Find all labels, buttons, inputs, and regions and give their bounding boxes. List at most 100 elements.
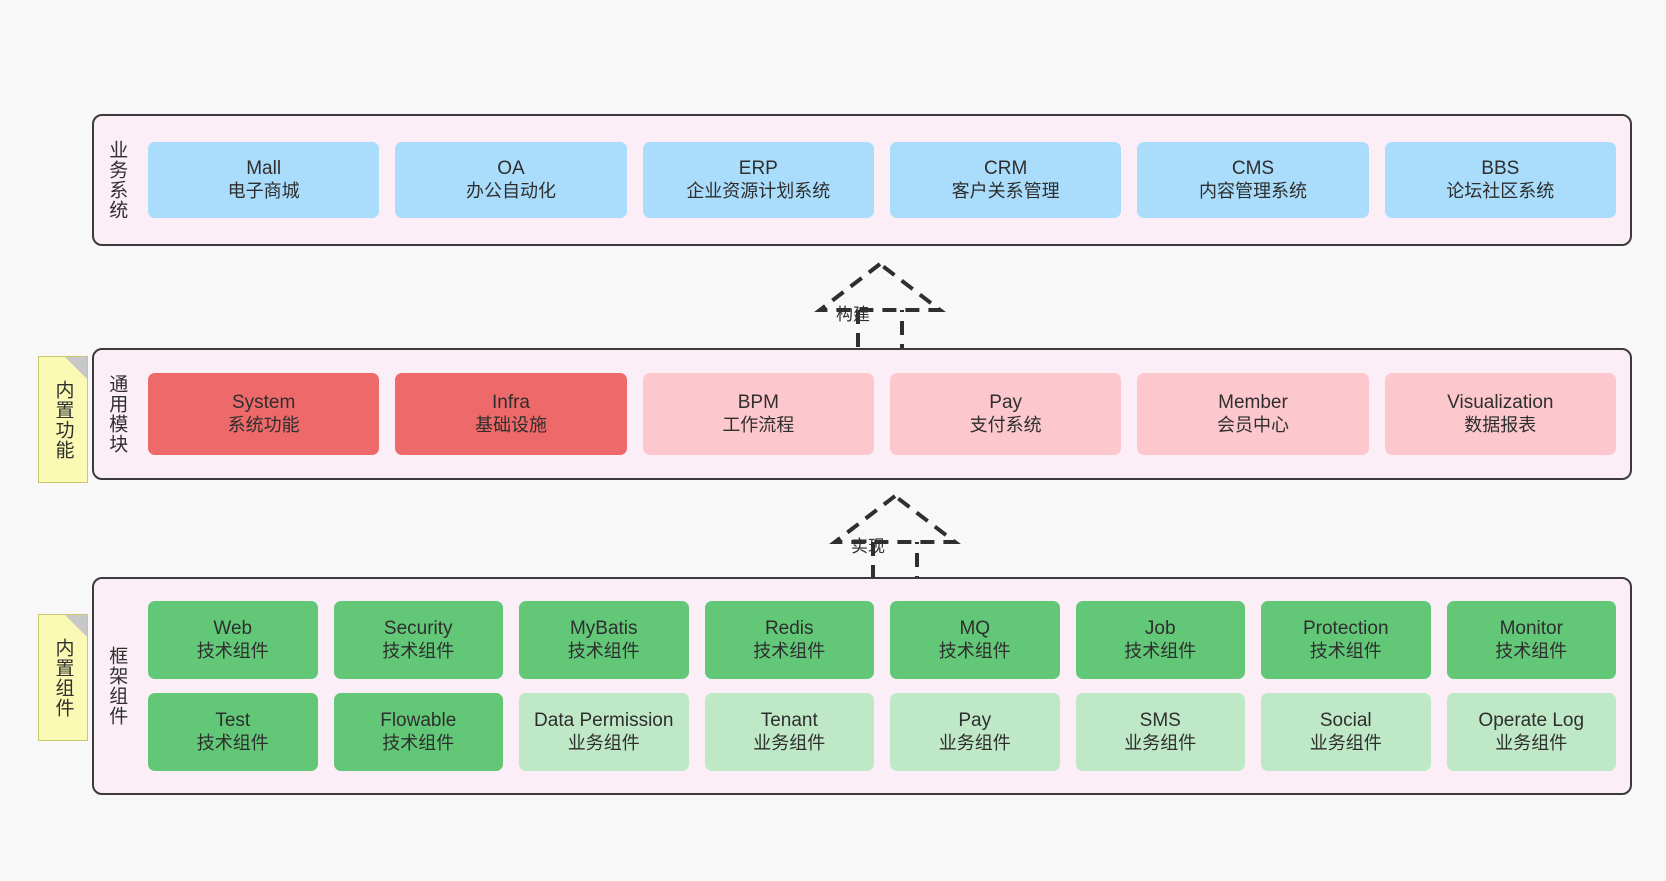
card-title-en: BBS [1481,158,1520,180]
card-title-cn: 技术组件 [1495,640,1568,661]
card-member[interactable]: Member 会员中心 [1137,373,1369,455]
card-pay-component[interactable]: Pay 业务组件 [890,693,1060,771]
card-title-cn: 技术组件 [753,640,826,661]
card-title-cn: 业务组件 [753,732,826,753]
card-title-en: Visualization [1447,392,1554,414]
card-title-cn: 技术组件 [567,640,640,661]
connector-build: 构建 [800,258,960,362]
note-fold-corner-icon [65,615,87,637]
card-mybatis[interactable]: MyBatis 技术组件 [519,601,689,679]
card-visualization[interactable]: Visualization 数据报表 [1384,373,1616,455]
card-title-cn: 支付系统 [969,414,1042,435]
card-infra[interactable]: Infra 基础设施 [395,373,627,455]
card-title-cn: 业务组件 [1495,732,1568,753]
card-security[interactable]: Security 技术组件 [333,601,503,679]
layer-title-common-modules: 通用模块 [106,374,128,454]
card-title-en: Monitor [1499,618,1563,640]
card-mall[interactable]: Mall 电子商城 [148,142,380,218]
note-fold-corner-icon [65,357,87,379]
card-title-en: SMS [1139,710,1181,732]
card-title-cn: 基础设施 [474,414,547,435]
card-title-en: Social [1319,710,1372,732]
card-title-cn: 技术组件 [382,640,455,661]
card-title-en: Tenant [760,710,818,732]
card-tenant[interactable]: Tenant 业务组件 [704,693,874,771]
card-operate-log[interactable]: Operate Log 业务组件 [1446,693,1616,771]
card-job[interactable]: Job 技术组件 [1075,601,1245,679]
card-title-en: Mall [246,158,282,180]
card-title-cn: 工作流程 [722,414,795,435]
card-title-cn: 业务组件 [938,732,1011,753]
card-title-en: Member [1218,392,1288,414]
card-title-cn: 技术组件 [1309,640,1382,661]
card-title-cn: 业务组件 [1309,732,1382,753]
card-title-cn: 技术组件 [196,732,269,753]
framework-components-card-grid: Web 技术组件 Security 技术组件 MyBatis 技术组件 Redi… [138,579,1630,793]
card-oa[interactable]: OA 办公自动化 [395,142,627,218]
card-title-en: BPM [737,392,779,414]
card-title-cn: 业务组件 [567,732,640,753]
business-systems-card-row: Mall 电子商城 OA 办公自动化 ERP 企业资源计划系统 CRM 客户关系… [138,116,1630,244]
card-title-en: MyBatis [569,618,638,640]
card-title-en: Test [215,710,251,732]
card-title-en: CRM [984,158,1028,180]
card-title-en: Protection [1302,618,1389,640]
card-title-cn: 电子商城 [227,180,300,201]
framework-tech-components-row: Web 技术组件 Security 技术组件 MyBatis 技术组件 Redi… [148,601,1616,679]
card-system[interactable]: System 系统功能 [148,373,380,455]
card-title-cn: 客户关系管理 [951,180,1060,201]
card-title-en: Operate Log [1478,710,1585,732]
card-sms[interactable]: SMS 业务组件 [1075,693,1245,771]
note-builtin-features: 内置功能 [38,356,88,483]
card-title-cn: 会员中心 [1216,414,1289,435]
card-title-cn: 技术组件 [382,732,455,753]
card-social[interactable]: Social 业务组件 [1261,693,1431,771]
card-crm[interactable]: CRM 客户关系管理 [889,142,1122,218]
layer-business-systems: 业务系统 Mall 电子商城 OA 办公自动化 ERP 企业资源计划系统 CRM… [92,114,1632,246]
note-label: 内置组件 [52,637,74,718]
card-protection[interactable]: Protection 技术组件 [1261,601,1431,679]
card-title-cn: 内容管理系统 [1198,180,1307,201]
connector-implement-label: 实现 [851,537,885,556]
connector-build-arrow-icon [814,261,946,360]
note-label: 内置功能 [52,379,74,460]
card-bbs[interactable]: BBS 论坛社区系统 [1384,142,1616,218]
card-title-en: Flowable [380,710,457,732]
layer-framework-components: 框架组件 Web 技术组件 Security 技术组件 MyBatis 技术组件… [92,577,1632,795]
card-mq[interactable]: MQ 技术组件 [890,601,1060,679]
card-data-permission[interactable]: Data Permission 业务组件 [519,693,689,771]
card-bpm[interactable]: BPM 工作流程 [642,373,874,455]
card-title-cn: 业务组件 [1124,732,1197,753]
card-flowable[interactable]: Flowable 技术组件 [333,693,503,771]
card-title-en: Redis [764,618,814,640]
card-title-en: OA [497,158,525,180]
card-title-cn: 论坛社区系统 [1446,180,1555,201]
card-pay-module[interactable]: Pay 支付系统 [889,373,1122,455]
card-title-en: CMS [1231,158,1275,180]
card-title-cn: 系统功能 [227,414,300,435]
common-modules-card-row: System 系统功能 Infra 基础设施 BPM 工作流程 Pay 支付系统… [138,350,1630,478]
layer-title-framework-components: 框架组件 [106,646,128,726]
card-title-cn: 技术组件 [196,640,269,661]
card-monitor[interactable]: Monitor 技术组件 [1446,601,1616,679]
card-title-cn: 数据报表 [1464,414,1537,435]
card-cms[interactable]: CMS 内容管理系统 [1137,142,1369,218]
layer-title-business-systems: 业务系统 [106,140,128,220]
card-title-en: ERP [738,158,778,180]
card-title-cn: 技术组件 [938,640,1011,661]
card-title-en: Data Permission [534,710,674,732]
card-title-en: System [231,392,296,414]
card-title-en: Infra [491,392,530,414]
card-title-cn: 办公自动化 [465,180,556,201]
card-title-en: Pay [989,392,1023,414]
card-title-en: MQ [959,618,991,640]
card-web[interactable]: Web 技术组件 [148,601,318,679]
card-test[interactable]: Test 技术组件 [148,693,318,771]
layer-common-modules: 通用模块 System 系统功能 Infra 基础设施 BPM 工作流程 Pay… [92,348,1632,480]
note-builtin-components: 内置组件 [38,614,88,741]
card-redis[interactable]: Redis 技术组件 [704,601,874,679]
card-erp[interactable]: ERP 企业资源计划系统 [642,142,874,218]
framework-business-components-row: Test 技术组件 Flowable 技术组件 Data Permission … [148,693,1616,771]
card-title-en: Web [213,618,253,640]
